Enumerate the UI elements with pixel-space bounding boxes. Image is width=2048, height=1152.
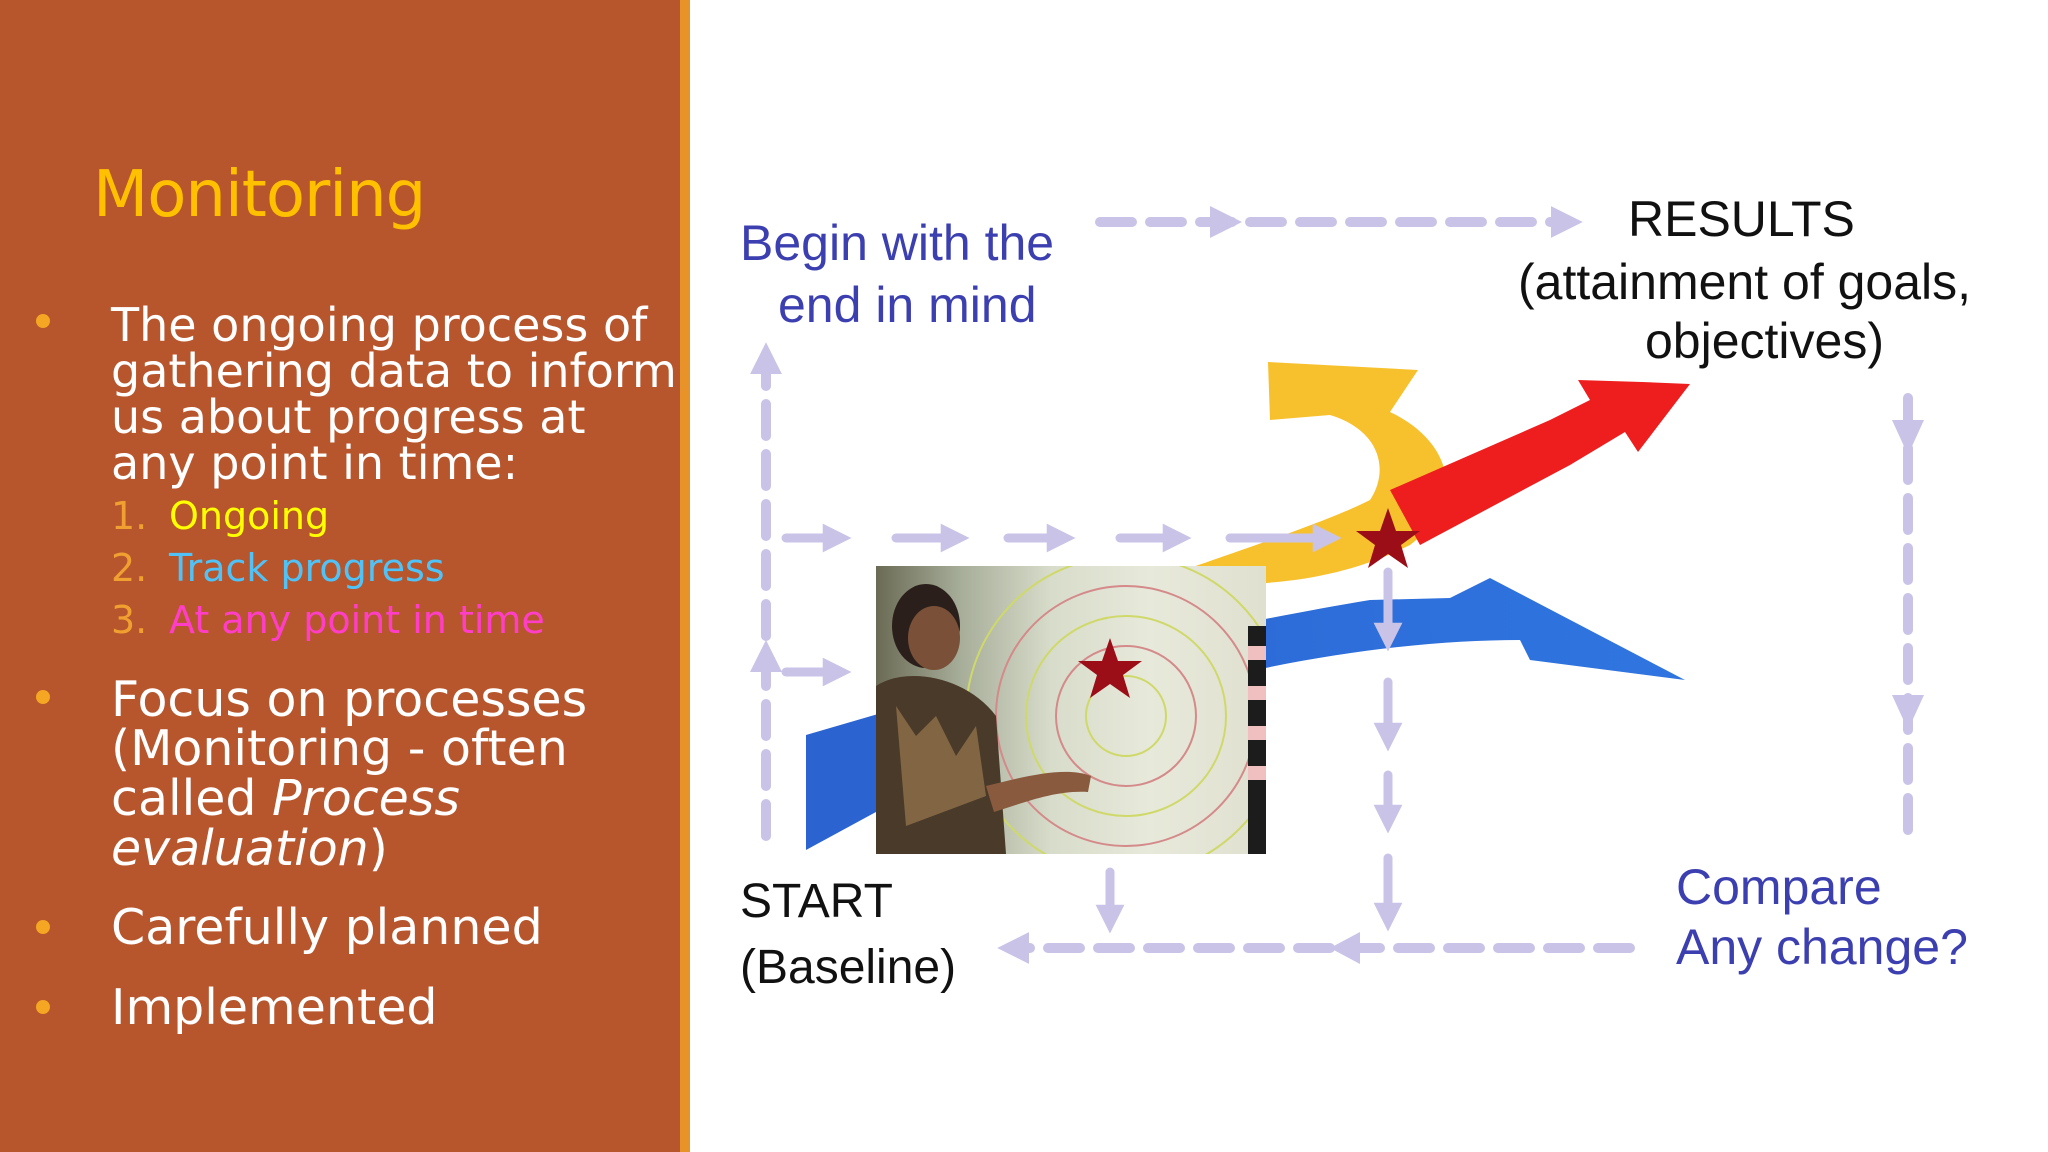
bullet-line-prefix: called bbox=[111, 770, 273, 827]
arrow-icon bbox=[1892, 695, 1924, 730]
bullet-line: us about progress at bbox=[111, 390, 586, 444]
arrow-icon bbox=[750, 640, 782, 672]
panel-divider bbox=[680, 0, 690, 1152]
sub-item-text: At any point in time bbox=[169, 598, 545, 642]
results-label-line3: objectives) bbox=[1645, 313, 1884, 369]
start-label-line2: (Baseline) bbox=[740, 941, 957, 994]
bullet-dot-icon bbox=[36, 920, 50, 934]
compare-label-line1: Compare bbox=[1676, 859, 1882, 915]
begin-label-line2: end in mind bbox=[778, 277, 1037, 333]
star-overlay bbox=[1078, 508, 1420, 698]
arrow-icon bbox=[1210, 206, 1242, 238]
star-icon bbox=[1078, 638, 1142, 698]
sub-item-number: 3. bbox=[111, 598, 148, 642]
bullet-line-suffix: ) bbox=[368, 820, 388, 877]
bullet-line: evaluation) bbox=[111, 824, 388, 873]
sub-item-track-progress: 2. Track progress bbox=[111, 542, 545, 594]
presenter-photo bbox=[876, 566, 1266, 854]
bullet-line: Focus on processes bbox=[111, 671, 588, 728]
results-label-line1: RESULTS bbox=[1628, 191, 1855, 247]
bullet-line: The ongoing process of bbox=[111, 298, 648, 352]
sub-item-text: Track progress bbox=[169, 546, 445, 590]
loop-arrowheads bbox=[750, 206, 1924, 964]
bullet-line: (Monitoring - often bbox=[111, 720, 568, 777]
bullet-line: Carefully planned bbox=[111, 899, 543, 956]
star-icon bbox=[1356, 508, 1420, 568]
sub-item-number: 2. bbox=[111, 546, 148, 590]
sidebar-panel bbox=[0, 0, 680, 1152]
bullet-line: any point in time: bbox=[111, 436, 519, 490]
sub-list: 1. Ongoing 2. Track progress 3. At any poin… bbox=[111, 490, 545, 646]
bullet-line: Implemented bbox=[111, 979, 438, 1036]
start-label-line1: START bbox=[740, 875, 893, 928]
bullet-dot-icon bbox=[36, 690, 50, 704]
slide-title: Monitoring bbox=[93, 158, 426, 232]
sub-item-number: 1. bbox=[111, 494, 148, 538]
sub-item-text: Ongoing bbox=[169, 494, 330, 538]
sub-item-ongoing: 1. Ongoing bbox=[111, 490, 545, 542]
arrow-icon bbox=[1330, 932, 1360, 964]
results-label-line2: (attainment of goals, bbox=[1518, 254, 1972, 310]
dashed-loop bbox=[749, 205, 1913, 965]
bullet-line-italic: evaluation bbox=[111, 820, 369, 877]
chart-board-graphic bbox=[876, 566, 1266, 854]
sub-item-any-point: 3. At any point in time bbox=[111, 594, 545, 646]
begin-label-line1: Begin with the bbox=[740, 215, 1055, 271]
bullet-line: called Process bbox=[111, 774, 460, 823]
bullet-dot-icon bbox=[36, 314, 50, 328]
bullet-line-italic: Process bbox=[272, 770, 460, 827]
bullet-dot-icon bbox=[36, 1000, 50, 1014]
monitoring-diagram: Begin with the end in mind RESULTS (atta… bbox=[690, 0, 2048, 1152]
yellow-progress-arrow bbox=[1170, 362, 1447, 585]
bullet-line: gathering data to inform bbox=[111, 344, 677, 398]
arrow-icon bbox=[1892, 420, 1924, 455]
compare-label-line2: Any change? bbox=[1676, 919, 1968, 975]
red-progress-arrow bbox=[1390, 380, 1690, 545]
